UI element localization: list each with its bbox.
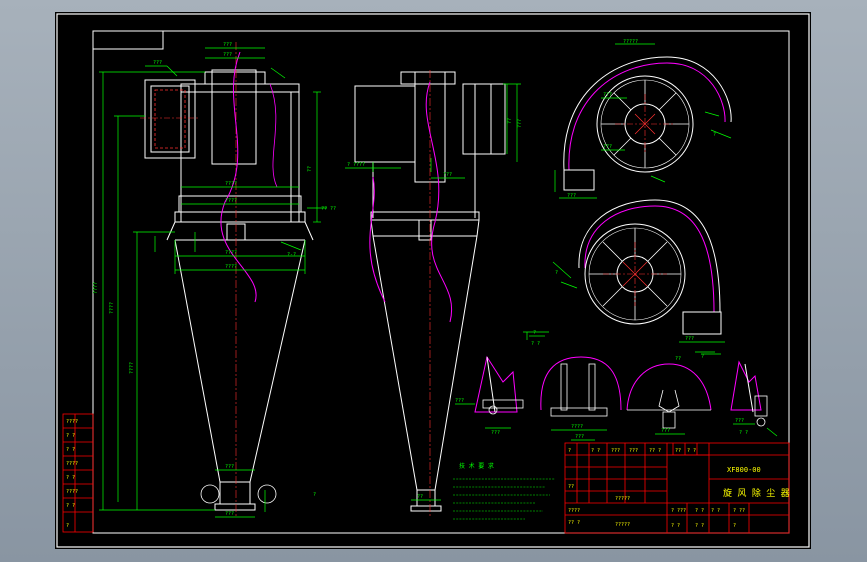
svg-text:???: ???: [225, 511, 234, 517]
stamp-box: [92, 30, 164, 50]
svg-text:???: ???: [455, 398, 464, 404]
svg-text:???: ???: [661, 428, 670, 434]
svg-text:?: ?: [701, 354, 704, 360]
svg-text:???: ???: [575, 434, 584, 440]
svg-text:? ???: ? ???: [671, 508, 686, 514]
svg-text:? ?: ? ?: [695, 508, 704, 514]
revision-column-marks: ???? ? ? ? ? ???? ? ? ???? ? ? ?: [66, 419, 78, 529]
svg-text:???: ???: [567, 193, 576, 199]
svg-text:???: ???: [223, 42, 232, 48]
svg-text:????: ????: [129, 362, 135, 374]
side-view: [354, 71, 506, 512]
svg-text:?????: ?????: [623, 39, 638, 45]
svg-text:??: ??: [307, 166, 313, 172]
top-view-b: ??? ? ? ? ? ?: [526, 199, 725, 360]
title-block-marks: ?? ???? ????? ? ??? ? ??????? ?????? ? ?…: [568, 448, 745, 529]
svg-text:?: ?: [713, 132, 716, 138]
svg-text:? ?: ? ?: [671, 523, 680, 529]
svg-text:? ????: ? ????: [347, 162, 365, 168]
svg-text:???: ???: [629, 448, 638, 454]
drawing-number: XF800-00: [727, 466, 761, 474]
svg-text:?? ??: ?? ??: [321, 206, 336, 212]
svg-text:? ??: ? ??: [733, 508, 745, 514]
svg-text:?: ?: [568, 448, 571, 454]
svg-text:????: ????: [225, 264, 237, 270]
svg-text:???: ???: [603, 144, 612, 150]
revision-column: [62, 413, 94, 533]
top-view-a: ????? ??? ? ??? ???: [554, 39, 732, 199]
svg-text:???: ???: [491, 430, 500, 436]
front-view-dimensions: [99, 47, 327, 518]
svg-text:???: ???: [603, 92, 612, 98]
svg-text:????: ????: [66, 461, 78, 467]
title-block: [564, 442, 790, 534]
side-view-dimensions: [345, 83, 521, 501]
svg-text:???: ???: [223, 52, 232, 58]
svg-text:? ?: ? ?: [591, 448, 600, 454]
technical-notes: 技 术 要 求: [453, 462, 555, 520]
svg-text:? ?: ? ?: [739, 430, 748, 436]
svg-text:?: ?: [733, 523, 736, 529]
svg-text:??: ??: [417, 494, 423, 500]
side-view-break-line: [369, 81, 453, 323]
svg-text:?: ?: [66, 523, 69, 529]
front-view: [140, 42, 314, 517]
svg-text:???: ???: [443, 172, 452, 178]
section-markers: [523, 331, 721, 355]
svg-text:? ?: ? ?: [711, 508, 720, 514]
svg-text:????: ????: [225, 181, 237, 187]
drawing-sheet: ???? ? ? ? ? ???? ? ? ???? ? ? ?: [55, 12, 811, 549]
svg-text:???: ???: [611, 448, 620, 454]
detail-view-1: ??????: [455, 355, 524, 436]
drawing-name: 旋 风 除 尘 器: [723, 487, 790, 499]
svg-text:???: ???: [153, 60, 162, 66]
detail-view-2: ???????: [540, 356, 622, 441]
svg-text:????: ????: [225, 250, 237, 256]
svg-text:????: ????: [93, 282, 99, 294]
svg-text:?? ?: ?? ?: [649, 448, 661, 454]
svg-text:? ?: ? ?: [687, 448, 696, 454]
svg-text:???: ???: [735, 418, 744, 424]
svg-text:??: ??: [507, 118, 513, 124]
svg-text:? ?: ? ?: [66, 433, 75, 439]
svg-text:?-?: ?-?: [287, 252, 296, 258]
detail-view-3: ?????: [626, 356, 712, 435]
svg-text:???: ???: [685, 336, 694, 342]
detail-view-4: ??? ? ?: [730, 360, 778, 437]
svg-text:??: ??: [568, 484, 574, 490]
svg-text:?: ?: [555, 270, 558, 276]
svg-text:? ?: ? ?: [66, 475, 75, 481]
svg-text:??: ??: [675, 448, 681, 454]
svg-text:????: ????: [66, 419, 78, 425]
svg-text:?? ?: ?? ?: [568, 520, 580, 526]
svg-text:? ?: ? ?: [531, 341, 540, 347]
cad-drawing-canvas: ???? ? ? ? ? ???? ? ? ???? ? ? ?: [56, 13, 810, 548]
svg-text:????: ????: [568, 508, 580, 514]
outer-frame: [56, 13, 810, 548]
svg-text:?: ?: [313, 492, 316, 498]
svg-text:?????: ?????: [615, 496, 630, 502]
svg-text:????: ????: [571, 424, 583, 430]
side-view-dim-marks: ? ???? ??? ?? ??? ??: [347, 118, 523, 500]
svg-text:? ?: ? ?: [66, 503, 75, 509]
svg-text:?: ?: [533, 330, 536, 336]
svg-text:? ?: ? ?: [66, 447, 75, 453]
svg-text:???: ???: [517, 119, 523, 128]
svg-text:??: ??: [675, 356, 681, 362]
svg-text:?????: ?????: [615, 522, 630, 528]
notes-heading: 技 术 要 求: [459, 462, 494, 470]
svg-text:? ?: ? ?: [695, 523, 704, 529]
svg-text:????: ????: [66, 489, 78, 495]
svg-text:???: ???: [225, 464, 234, 470]
inner-border: [92, 30, 790, 534]
svg-text:????: ????: [109, 302, 115, 314]
front-view-dim-marks: ???? ???? ???? ??? ??? ???? ???? ???? ??…: [93, 42, 336, 517]
svg-text:????: ????: [225, 198, 237, 204]
